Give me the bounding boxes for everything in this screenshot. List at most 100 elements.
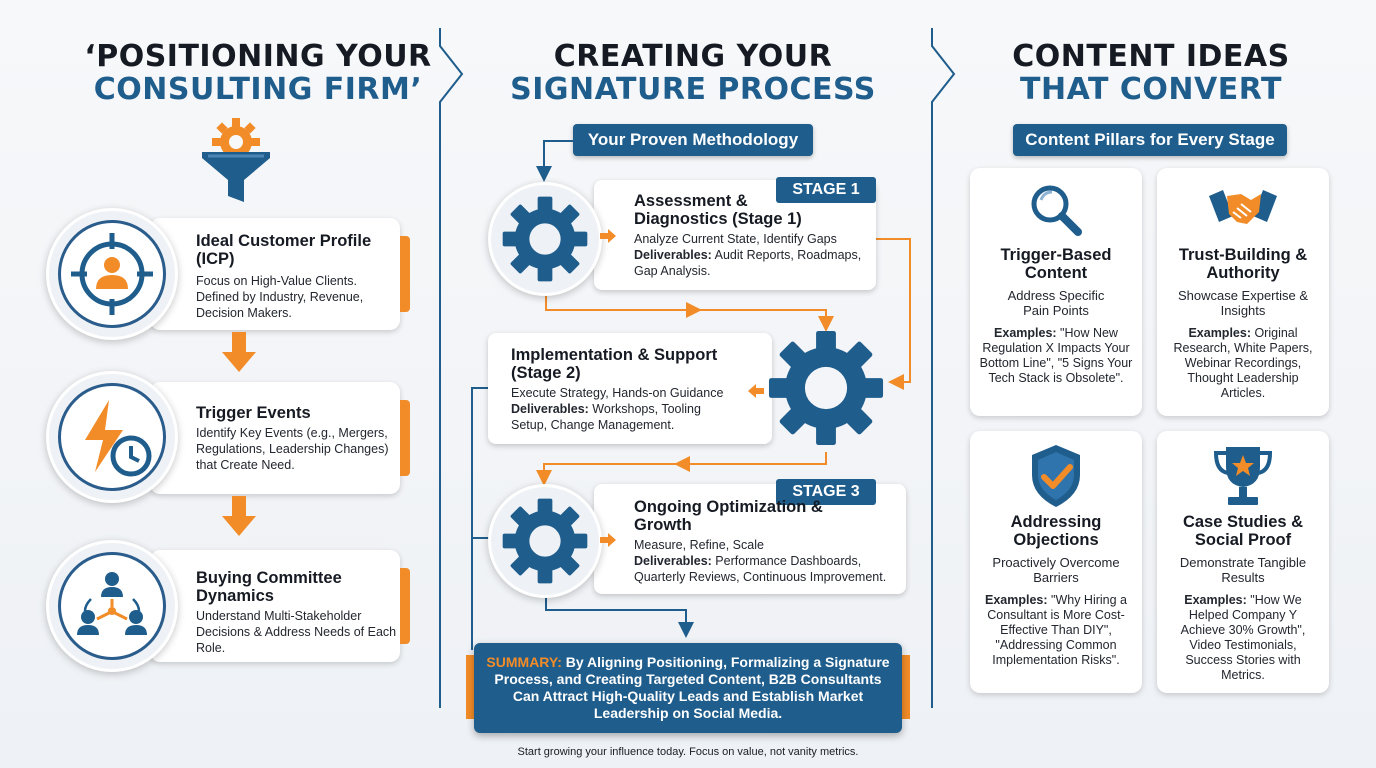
stage1-tag: STAGE 1	[776, 177, 876, 203]
orange-arrow-icon	[600, 229, 616, 243]
down-arrow-icon	[222, 496, 256, 536]
left-title-line1: ‘POSITIONING YOUR	[84, 39, 432, 74]
deliverables-text: Performance Dashboards, Quarterly Review…	[634, 554, 887, 584]
stage3-desc: Measure, Refine, Scale Deliverables: Per…	[634, 537, 900, 585]
deliverables-label: Deliverables:	[634, 248, 712, 262]
trigger-icon-circle	[46, 371, 178, 503]
stage1-text: Assessment & Diagnostics (Stage 1) Analy…	[634, 192, 870, 279]
trigger-events-card	[150, 382, 410, 494]
card-tab	[400, 236, 410, 312]
stage2-text: Implementation & Support (Stage 2) Execu…	[511, 346, 761, 433]
trigger-content-sub: Address Specific Pain Points	[1007, 288, 1105, 318]
gear-icon	[502, 498, 588, 584]
summary-text: By Aligning Positioning, Formalizing a S…	[494, 654, 890, 721]
trophy-icon	[1213, 447, 1273, 505]
stage3-deliverables: Deliverables: Performance Dashboards, Qu…	[634, 553, 900, 585]
stage1-desc: Analyze Current State, Identify Gaps Del…	[634, 231, 870, 279]
gear-icon	[768, 330, 884, 446]
committee-text: Buying Committee Dynamics Understand Mul…	[196, 569, 401, 656]
examples-label: Examples:	[994, 326, 1057, 340]
left-title-line2: CONSULTING FIRM’	[93, 72, 423, 107]
people-network-icon	[77, 572, 147, 635]
icp-text: Ideal Customer Profile (ICP) Focus on Hi…	[196, 232, 401, 321]
process-connectors	[471, 140, 911, 650]
methodology-pill: Your Proven Methodology	[573, 124, 813, 156]
target-person-icon	[71, 233, 153, 315]
trigger-text: Trigger Events Identify Key Events (e.g.…	[196, 404, 401, 473]
examples-text: "How New Regulation X Impacts Your Botto…	[979, 326, 1133, 385]
middle-column-title: CREATING YOUR SIGNATURE PROCESS	[480, 40, 906, 106]
examples-text: "How We Helped Company Y Achieve 30% Gro…	[1180, 593, 1306, 682]
magnifier-icon	[1031, 185, 1082, 236]
buying-committee-card	[150, 550, 410, 662]
examples-text: Original Research, White Papers, Webinar…	[1173, 326, 1313, 400]
stage2-heading: Implementation & Support (Stage 2)	[511, 346, 718, 382]
stage1-heading: Assessment & Diagnostics (Stage 1)	[634, 192, 802, 228]
lightning-clock-icon	[85, 400, 152, 477]
right-column-title: CONTENT IDEAS THAT CONVERT	[966, 40, 1336, 106]
icp-heading: Ideal Customer Profile (ICP)	[196, 232, 372, 268]
case-studies-heading: Case Studies & Social Proof	[1182, 513, 1304, 549]
stage3-tag: STAGE 3	[776, 479, 876, 505]
down-arrow-icon	[222, 332, 256, 372]
footer-tagline: Start growing your influence today. Focu…	[517, 746, 859, 758]
examples-label: Examples:	[1184, 593, 1247, 607]
icp-icon-circle	[46, 208, 178, 340]
middle-title-line2: SIGNATURE PROCESS	[510, 72, 876, 107]
funnel-gear-icon	[202, 118, 270, 202]
trust-building-card: Trust-Building & Authority Showcase Expe…	[1157, 168, 1329, 416]
stage2-desc: Execute Strategy, Hands-on Guidance Deli…	[511, 385, 761, 433]
trust-examples: Examples: Original Research, White Paper…	[1157, 326, 1329, 401]
case-studies-sub: Demonstrate Tangible Results	[1179, 555, 1307, 585]
trust-heading: Trust-Building & Authority	[1178, 246, 1308, 282]
middle-title-line1: CREATING YOUR	[553, 39, 833, 74]
objections-sub: Proactively Overcome Barriers	[992, 555, 1120, 585]
right-title-line2: THAT CONVERT	[1020, 72, 1282, 107]
orange-arrow-icon	[600, 533, 616, 547]
summary-lead: SUMMARY:	[486, 654, 562, 670]
examples-text: "Why Hiring a Consultant is More Cost-Ef…	[987, 593, 1127, 667]
stage2-box	[488, 333, 772, 444]
card-tab	[400, 568, 410, 644]
stage1-line1: Analyze Current State, Identify Gaps	[634, 232, 837, 246]
deliverables-label: Deliverables:	[511, 402, 589, 416]
column-divider-right	[931, 28, 956, 708]
trigger-heading: Trigger Events	[196, 404, 311, 422]
stage3-text: Ongoing Optimization & Growth Measure, R…	[634, 498, 900, 585]
gear-icon	[502, 196, 588, 282]
trigger-content-examples: Examples: "How New Regulation X Impacts …	[970, 326, 1142, 386]
objections-examples: Examples: "Why Hiring a Consultant is Mo…	[970, 593, 1142, 668]
handshake-icon	[1209, 190, 1277, 224]
deliverables-text: Audit Reports, Roadmaps, Gap Analysis.	[634, 248, 862, 278]
committee-desc: Understand Multi-Stakeholder Decisions &…	[196, 609, 397, 655]
examples-label: Examples:	[985, 593, 1048, 607]
stage2-deliverables: Deliverables: Workshops, Tooling Setup, …	[511, 401, 711, 433]
trigger-content-card: Trigger-Based Content Address Specific P…	[970, 168, 1142, 416]
trigger-content-heading: Trigger-Based Content	[1000, 246, 1112, 282]
summary-box: SUMMARY: By Aligning Positioning, Formal…	[474, 643, 902, 733]
objections-heading: Addressing Objections	[1010, 513, 1102, 549]
right-title-line1: CONTENT IDEAS	[1012, 39, 1290, 74]
examples-label: Examples:	[1188, 326, 1251, 340]
trigger-desc: Identify Key Events (e.g., Mergers, Regu…	[196, 426, 389, 472]
icp-card	[150, 218, 410, 330]
case-studies-examples: Examples: "How We Helped Company Y Achie…	[1157, 593, 1329, 683]
deliverables-text: Workshops, Tooling Setup, Change Managem…	[511, 402, 701, 432]
stage1-deliverables: Deliverables: Audit Reports, Roadmaps, G…	[634, 247, 870, 279]
objections-card: Addressing Objections Proactively Overco…	[970, 431, 1142, 693]
stage3-line1: Measure, Refine, Scale	[634, 538, 764, 552]
left-column-title: ‘POSITIONING YOUR CONSULTING FIRM’	[60, 40, 456, 106]
case-studies-card: Case Studies & Social Proof Demonstrate …	[1157, 431, 1329, 693]
stage3-heading: Ongoing Optimization & Growth	[634, 498, 823, 534]
stage2-line1: Execute Strategy, Hands-on Guidance	[511, 386, 724, 400]
content-pillars-pill: Content Pillars for Every Stage	[1013, 124, 1287, 156]
trust-sub: Showcase Expertise & Insights	[1177, 288, 1309, 318]
column-divider-left	[439, 28, 464, 708]
icp-desc: Focus on High-Value Clients. Defined by …	[196, 274, 364, 320]
deliverables-label: Deliverables:	[634, 554, 712, 568]
summary-accent-left	[466, 655, 476, 719]
committee-heading: Buying Committee Dynamics	[196, 569, 342, 605]
committee-icon-circle	[46, 540, 178, 672]
shield-check-icon	[1032, 445, 1080, 507]
orange-arrow-icon	[748, 384, 764, 398]
